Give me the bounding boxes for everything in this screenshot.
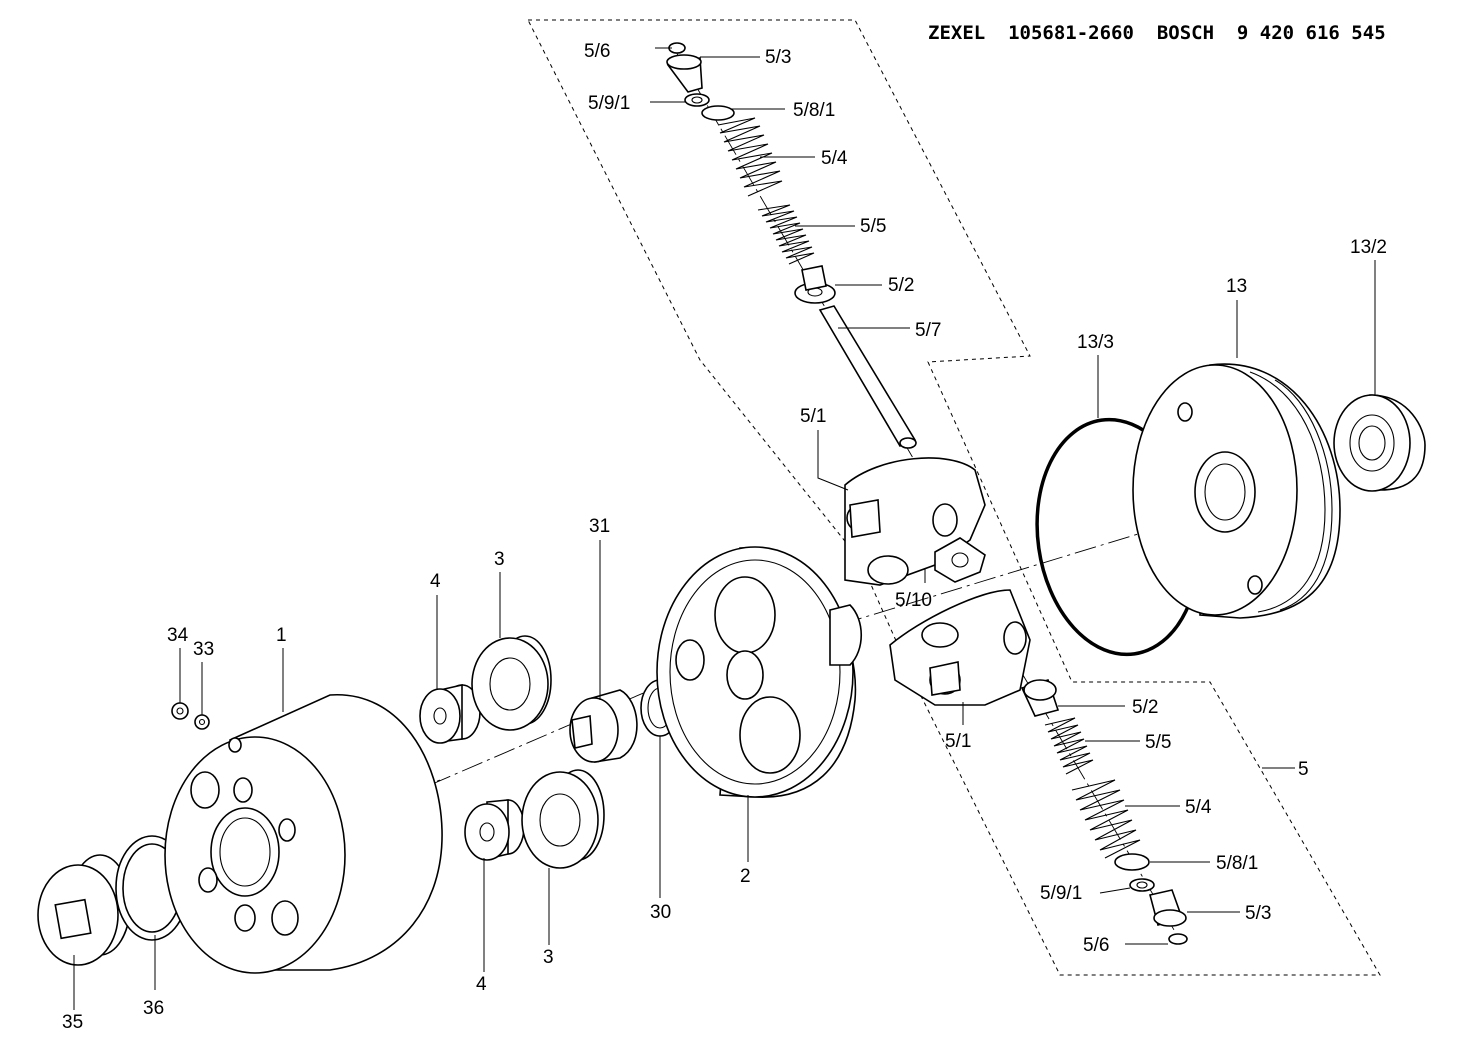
piston-4-upper — [419, 683, 481, 744]
spring-5-5-upper — [757, 204, 815, 265]
label-5-8-1-upper: 5/8/1 — [793, 100, 835, 121]
label-13-3: 13/3 — [1077, 332, 1114, 353]
label-5-5-lower: 5/5 — [1145, 732, 1171, 753]
assembly-5-boundary — [527, 19, 1381, 976]
label-5-2-upper: 5/2 — [888, 275, 914, 296]
washer-5-8-1-upper — [701, 105, 735, 121]
zexel-part-number: 105681-2660 — [1008, 22, 1134, 44]
label-5-3-lower: 5/3 — [1245, 903, 1271, 924]
piston-4-lower — [464, 799, 525, 861]
label-5-3-upper: 5/3 — [765, 47, 791, 68]
label-2: 2 — [740, 866, 751, 887]
zexel-label: ZEXEL — [928, 22, 986, 44]
spring-seat-5-2-lower — [1020, 679, 1060, 717]
label-5-6-upper: 5/6 — [584, 41, 610, 62]
label-4-upper: 4 — [430, 571, 441, 592]
label-36: 36 — [143, 998, 164, 1019]
washer-33 — [194, 714, 210, 730]
label-13-2: 13/2 — [1350, 237, 1387, 258]
label-5-1-upper: 5/1 — [800, 406, 826, 427]
cam-disc-2 — [656, 546, 862, 798]
label-5-2-lower: 5/2 — [1132, 697, 1158, 718]
label-33: 33 — [193, 639, 214, 660]
label-4-lower: 4 — [476, 974, 487, 995]
spring-5-4-upper — [717, 117, 783, 197]
label-5-4-lower: 5/4 — [1185, 797, 1212, 818]
end-cover-13 — [1132, 363, 1341, 619]
label-5-6-lower: 5/6 — [1083, 935, 1109, 956]
sleeve-31 — [569, 689, 638, 763]
valve-block-5-1-lower — [889, 589, 1031, 706]
label-5-1-lower: 5/1 — [945, 731, 971, 752]
plug-35 — [37, 854, 131, 966]
label-3-lower: 3 — [543, 947, 554, 968]
label-1: 1 — [276, 625, 287, 646]
bosch-label: BOSCH — [1156, 22, 1215, 44]
label-5-7: 5/7 — [915, 320, 941, 341]
label-31: 31 — [589, 516, 610, 537]
label-5-10: 5/10 — [895, 590, 932, 611]
sleeve-3-lower — [521, 769, 605, 869]
part-number-header: ZEXEL 105681-2660 BOSCH 9 420 616 545 — [928, 22, 1386, 44]
bosch-part-number: 9 420 616 545 — [1236, 22, 1386, 44]
label-5-4-upper: 5/4 — [821, 148, 848, 169]
label-5-9-1-lower: 5/9/1 — [1040, 883, 1082, 904]
washer-5-9-1-upper — [684, 93, 710, 107]
label-3-upper: 3 — [494, 549, 505, 570]
label-5-8-1-lower: 5/8/1 — [1216, 853, 1258, 874]
washer-5-9-1-lower — [1129, 878, 1155, 892]
spring-seat-5-2-upper — [794, 265, 836, 304]
insert-5-10 — [934, 537, 986, 583]
label-5-9-1-upper: 5/9/1 — [588, 93, 630, 114]
label-30: 30 — [650, 902, 671, 923]
label-34: 34 — [167, 625, 189, 646]
spring-5-4-lower — [1071, 779, 1141, 859]
push-rod-5-7 — [818, 305, 917, 449]
label-5-5-upper: 5/5 — [860, 216, 886, 237]
bearing-13-2 — [1333, 394, 1426, 492]
valve-cap-5-3-lower — [1149, 889, 1187, 927]
label-35: 35 — [62, 1012, 83, 1033]
housing-1 — [164, 694, 443, 974]
spring-5-5-lower — [1044, 717, 1094, 775]
screw-34 — [171, 702, 189, 720]
leader-lines — [73, 47, 1376, 1010]
retaining-clip-5-6-lower — [1168, 933, 1188, 945]
sleeve-3-upper — [471, 635, 552, 731]
valve-cap-5-3-upper — [666, 54, 703, 93]
label-13: 13 — [1226, 276, 1247, 297]
callout-labels: 5/6 5/3 5/9/1 5/8/1 5/4 5/5 5/2 5/7 5/1 … — [62, 41, 1387, 1033]
label-5: 5 — [1298, 759, 1309, 780]
washer-5-8-1-lower — [1114, 853, 1150, 871]
